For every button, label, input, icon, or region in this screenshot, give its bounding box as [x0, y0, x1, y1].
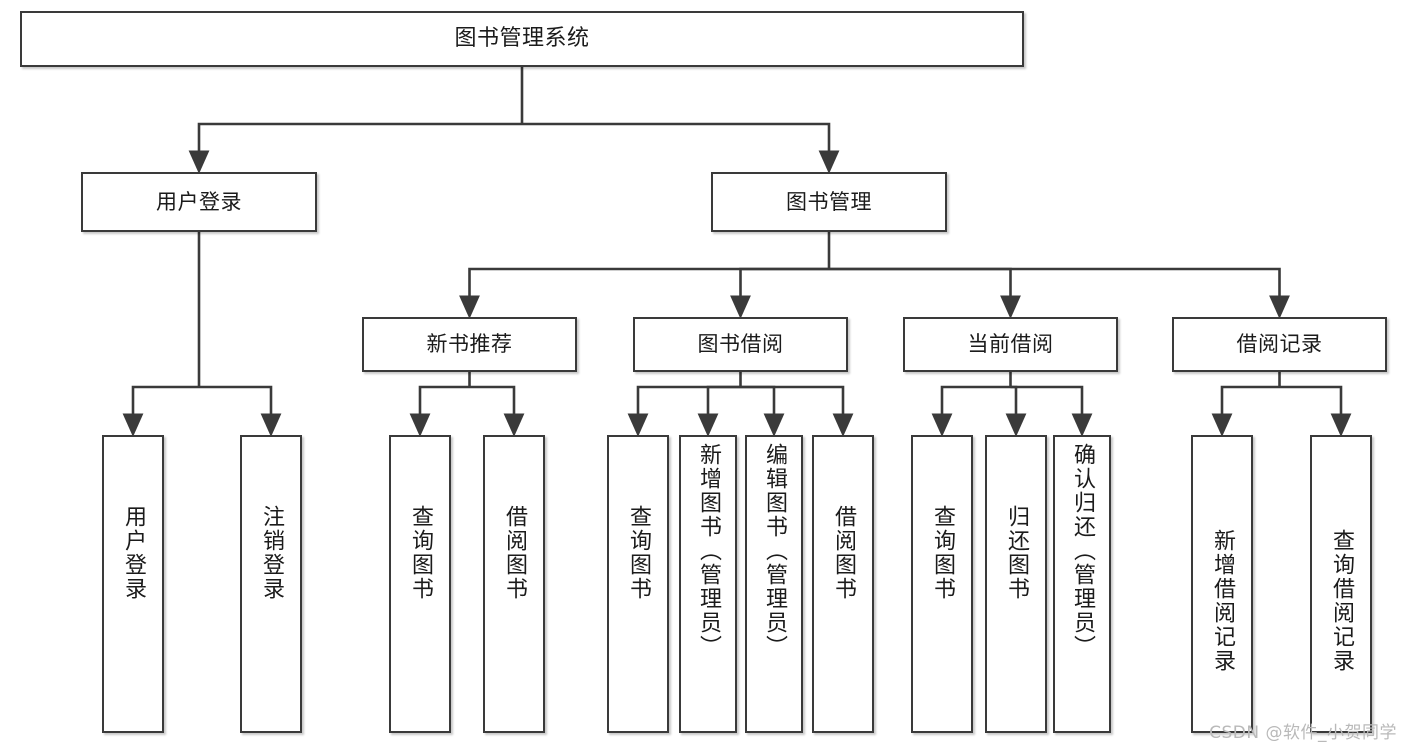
node-label: 查询图书: [408, 505, 433, 601]
node-leaf-bbook1[interactable]: 借阅图书: [483, 435, 545, 733]
connector-edge: [740, 385, 854, 437]
node-leaf-login[interactable]: 用户登录: [102, 435, 164, 733]
node-label: 当前借阅: [967, 332, 1054, 357]
node-leaf-qbook3[interactable]: 查询图书: [911, 435, 973, 733]
connector-edge: [409, 385, 470, 437]
node-label: 用户登录: [156, 189, 242, 214]
node-label: 新书推荐: [426, 332, 513, 357]
node-leaf-edibook[interactable]: 编辑图书（管理员）: [745, 435, 803, 733]
node-login[interactable]: 用户登录: [81, 172, 317, 232]
node-leaf-bbook2[interactable]: 借阅图书: [812, 435, 874, 733]
connector-edge: [931, 385, 1011, 437]
node-label: 注销登录: [259, 505, 284, 601]
connector-edge: [122, 385, 199, 437]
node-label: 图书管理系统: [454, 26, 590, 52]
node-label: 借阅记录: [1236, 332, 1323, 357]
connector-edge: [730, 267, 829, 319]
node-newbook[interactable]: 新书推荐: [362, 317, 577, 372]
node-label: 新增借阅记录: [1210, 529, 1235, 673]
node-leaf-logout[interactable]: 注销登录: [240, 435, 302, 733]
node-leaf-qbook2[interactable]: 查询图书: [607, 435, 669, 733]
node-label: 新增图书（管理员）: [696, 443, 721, 659]
node-label: 用户登录: [121, 505, 146, 601]
node-label: 借阅图书: [831, 505, 856, 601]
connector-edge: [829, 267, 1290, 319]
node-label: 借阅图书: [502, 505, 527, 601]
node-leaf-addrec[interactable]: 新增借阅记录: [1191, 435, 1253, 733]
connector-edge: [188, 122, 522, 174]
node-leaf-addbook[interactable]: 新增图书（管理员）: [679, 435, 737, 733]
connector-edge: [627, 385, 741, 437]
node-leaf-retbook[interactable]: 归还图书: [985, 435, 1047, 733]
node-label: 查询图书: [930, 505, 955, 601]
node-label: 查询借阅记录: [1329, 529, 1354, 673]
node-label: 图书借阅: [697, 332, 784, 357]
node-label: 归还图书: [1004, 505, 1029, 601]
node-leaf-qbook1[interactable]: 查询图书: [389, 435, 451, 733]
connector-edge: [469, 385, 525, 437]
connector-edge: [1211, 385, 1280, 437]
node-current[interactable]: 当前借阅: [903, 317, 1118, 372]
node-label: 图书管理: [786, 189, 872, 214]
node-label: 查询图书: [626, 505, 651, 601]
connector-edge: [1010, 385, 1093, 437]
node-leaf-confirm[interactable]: 确认归还（管理员）: [1053, 435, 1111, 733]
connector-edge: [199, 385, 282, 437]
connector-edge: [697, 385, 741, 437]
connector-edge: [522, 122, 840, 174]
node-records[interactable]: 借阅记录: [1172, 317, 1387, 372]
node-leaf-qryrec[interactable]: 查询借阅记录: [1310, 435, 1372, 733]
connector-edge: [1279, 385, 1352, 437]
connector-edge: [740, 385, 785, 437]
connector-edge: [829, 267, 1021, 319]
node-label: 确认归还（管理员）: [1070, 443, 1095, 659]
connector-edge: [459, 267, 829, 319]
node-borrow[interactable]: 图书借阅: [633, 317, 848, 372]
node-label: 编辑图书（管理员）: [762, 443, 787, 659]
connector-edge: [1005, 385, 1027, 437]
node-bookmgmt[interactable]: 图书管理: [711, 172, 947, 232]
node-root[interactable]: 图书管理系统: [20, 11, 1024, 67]
watermark: CSDN @软件_小贺同学: [1209, 723, 1397, 743]
